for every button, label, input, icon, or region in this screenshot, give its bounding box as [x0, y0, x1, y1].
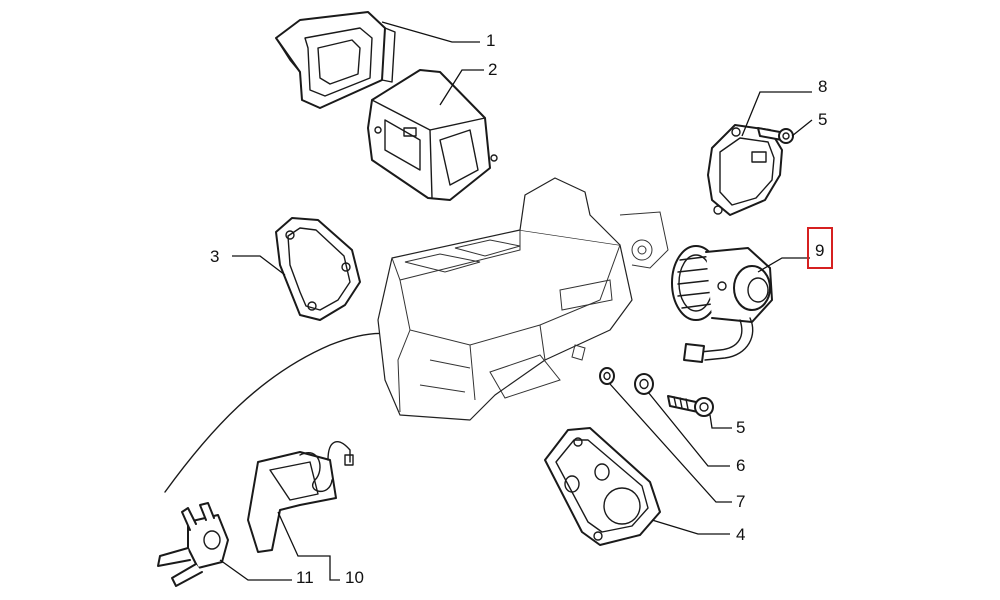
- callout-7: 7: [736, 492, 745, 511]
- part-5-screw-top: [757, 127, 794, 144]
- part-4-plate: [544, 427, 661, 546]
- leader-3: [232, 255, 286, 276]
- leader-6: [647, 391, 730, 467]
- callout-9-highlight-box: [807, 227, 833, 269]
- part-8-motor-cover: [707, 124, 783, 216]
- callout-8: 8: [818, 77, 827, 96]
- callout-4: 4: [736, 525, 745, 544]
- leader-5a: [791, 119, 813, 137]
- leader-lines: [219, 21, 813, 581]
- leader-1: [381, 21, 480, 43]
- leader-9: [757, 257, 810, 273]
- part-5-bolt-bottom: [667, 395, 714, 417]
- part-3-gasket: [275, 217, 361, 321]
- leader-4: [651, 519, 730, 535]
- part-11-water-valve: [157, 502, 229, 587]
- callout-10: 10: [345, 568, 364, 587]
- callout-5-bottom: 5: [736, 418, 745, 437]
- part-1-air-inlet-frame: [275, 11, 396, 109]
- part-10-bracket: [247, 441, 354, 553]
- leader-11: [219, 559, 292, 581]
- leader-2: [439, 69, 484, 106]
- callouts: 1 2 3 4 5 5 6 7 8 9 10 11: [210, 31, 827, 587]
- heater-housing: [377, 177, 669, 421]
- part-9-blower-motor: [671, 245, 773, 363]
- leader-7: [609, 383, 732, 503]
- callout-2: 2: [488, 60, 497, 79]
- callout-3: 3: [210, 247, 219, 266]
- callout-6: 6: [736, 456, 745, 475]
- leader-8: [741, 91, 812, 137]
- part-7-washer: [599, 367, 615, 385]
- part-6-grommet: [634, 373, 654, 395]
- background-arc: [164, 332, 391, 493]
- leader-5b: [709, 414, 732, 429]
- callout-5-top: 5: [818, 110, 827, 129]
- part-2-recirculation-box: [367, 69, 498, 201]
- callout-1: 1: [486, 31, 495, 50]
- callout-9: 9: [815, 241, 824, 260]
- leader-10: [277, 511, 340, 581]
- callout-11: 11: [296, 568, 314, 587]
